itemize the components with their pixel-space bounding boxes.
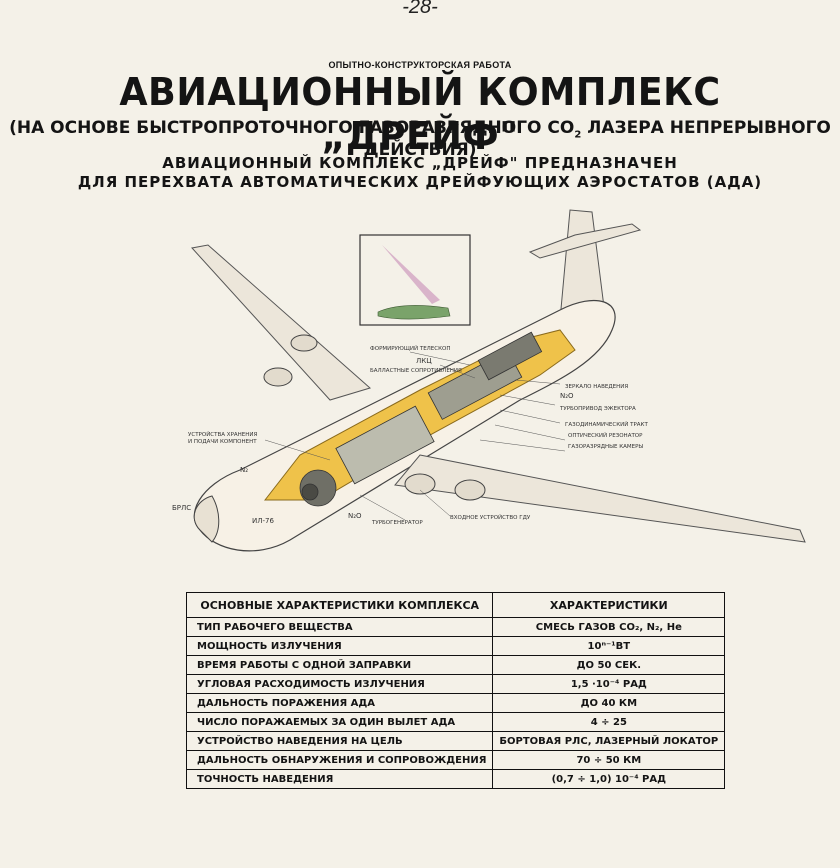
- row-name: ТИП РАБОЧЕГО ВЕЩЕСТВА: [185, 617, 494, 637]
- row-value: БОРТОВАЯ РЛС, ЛАЗЕРНЫЙ ЛОКАТОР: [492, 731, 726, 751]
- purpose-line-2: ДЛЯ ПЕРЕХВАТА АВТОМАТИЧЕСКИХ ДРЕЙФУЮЩИХ …: [77, 173, 763, 191]
- inset-aircraft: [377, 305, 451, 320]
- subtitle-sub: 2: [574, 129, 582, 141]
- label-lkc: ЛКЦ: [416, 357, 432, 365]
- row-value: 4 ÷ 25: [492, 712, 726, 732]
- subtitle-post: ЛАЗЕРА НЕПРЕРЫВНОГО ДЕЙСТВИЯ): [363, 118, 831, 161]
- right-wing: [394, 454, 806, 543]
- row-name: УСТРОЙСТВО НАВЕДЕНИЯ НА ЦЕЛЬ: [185, 731, 494, 751]
- row-value: 70 ÷ 50 КМ: [492, 750, 726, 770]
- row-name: ДАЛЬНОСТЬ ПОРАЖЕНИЯ АДА: [185, 693, 494, 713]
- label-turbogenerator: ТУРБОГЕНЕРАТОР: [371, 520, 423, 526]
- nose-radar: [193, 495, 220, 543]
- characteristics-table: ОСНОВНЫЕ ХАРАКТЕРИСТИКИ КОМПЛЕКСА ХАРАКТ…: [185, 592, 726, 789]
- row-name: МОЩНОСТЬ ИЗЛУЧЕНИЯ: [185, 636, 494, 656]
- subtitle-pre: (НА ОСНОВЕ БЫСТРОПРОТОЧНОГО ГАЗОРАЗРЯДНО…: [9, 118, 575, 138]
- page-title: АВИАЦИОННЫЙ КОМПЛЕКС „ДРЕЙФ": [119, 70, 721, 158]
- label-aircraft: ИЛ-76: [252, 517, 274, 525]
- header-values: ХАРАКТЕРИСТИКИ: [492, 592, 726, 618]
- label-storage-1: УСТРОЙСТВА ХРАНЕНИЯ: [188, 431, 258, 438]
- table-header-row: ОСНОВНЫЕ ХАРАКТЕРИСТИКИ КОМПЛЕКСА ХАРАКТ…: [185, 592, 726, 618]
- row-name: ДАЛЬНОСТЬ ОБНАРУЖЕНИЯ И СОПРОВОЖДЕНИЯ: [185, 750, 494, 770]
- row-name: ВРЕМЯ РАБОТЫ С ОДНОЙ ЗАПРАВКИ: [185, 655, 494, 675]
- row-value: ДО 40 КМ: [492, 693, 726, 713]
- purpose-statement: АВИАЦИОННЫЙ КОМПЛЕКС „ДРЕЙФ" ПРЕДНАЗНАЧЕ…: [0, 154, 840, 192]
- near-engines: [404, 473, 486, 501]
- tail-stabilizer: [528, 223, 642, 259]
- inset-laser-beam: [382, 245, 440, 304]
- row-value: СМЕСЬ ГАЗОВ CO₂, N₂, He: [492, 617, 726, 637]
- far-engines: [263, 334, 318, 387]
- header-characteristics: ОСНОВНЫЕ ХАРАКТЕРИСТИКИ КОМПЛЕКСА: [185, 592, 494, 618]
- label-n2: N₂: [240, 466, 248, 474]
- purpose-line-1: АВИАЦИОННЫЙ КОМПЛЕКС „ДРЕЙФ" ПРЕДНАЗНАЧЕ…: [162, 154, 678, 172]
- label-brls: БРЛС: [172, 504, 191, 512]
- page-number: -28-: [402, 0, 438, 18]
- label-storage-2: И ПОДАЧИ КОМПОНЕНТ: [188, 439, 257, 445]
- row-value: 10ⁿ⁻¹ВТ: [492, 636, 726, 656]
- row-value: 1,5 ·10⁻⁴ РАД: [492, 674, 726, 694]
- label-n2o-top: N₂O: [560, 392, 574, 400]
- label-intake: ВХОДНОЕ УСТРОЙСТВО ГДУ: [450, 514, 531, 521]
- label-discharge-chambers: ГАЗОРАЗРЯДНЫЕ КАМЕРЫ: [568, 444, 643, 450]
- kicker-text: ОПЫТНО-КОНСТРУКТОРСКАЯ РАБОТА: [328, 60, 512, 70]
- label-forming-telescope: ФОРМИРУЮЩИЙ ТЕЛЕСКОП: [370, 345, 451, 352]
- row-name: ЧИСЛО ПОРАЖАЕМЫХ ЗА ОДИН ВЫЛЕТ АДА: [185, 712, 494, 732]
- left-wing: [191, 244, 372, 401]
- label-mirror: ЗЕРКАЛО НАВЕДЕНИЯ: [565, 384, 628, 390]
- page-subtitle: (НА ОСНОВЕ БЫСТРОПРОТОЧНОГО ГАЗОРАЗРЯДНО…: [0, 118, 840, 160]
- aircraft-cutaway-diagram: ФОРМИРУЮЩИЙ ТЕЛЕСКОП ЛКЦ БАЛЛАСТНЫЕ СОПР…: [172, 209, 806, 552]
- table-row: ТОЧНОСТЬ НАВЕДЕНИЯ(0,7 ÷ 1,0) 10⁻⁴ РАД: [185, 769, 726, 789]
- row-value: ДО 50 СЕК.: [492, 655, 726, 675]
- label-turbo-ejector: ТУРБОПРИВОД ЭЖЕКТОРА: [559, 406, 636, 412]
- label-n2o-bottom: N₂O: [348, 512, 362, 520]
- label-gas-path: ГАЗОДИНАМИЧЕСКИЙ ТРАКТ: [565, 421, 648, 428]
- row-value: (0,7 ÷ 1,0) 10⁻⁴ РАД: [492, 769, 726, 789]
- row-name: ТОЧНОСТЬ НАВЕДЕНИЯ: [185, 769, 494, 789]
- label-optical-resonator: ОПТИЧЕСКИЙ РЕЗОНАТОР: [568, 432, 643, 439]
- laser-equipment: [299, 331, 543, 507]
- label-ballast: БАЛЛАСТНЫЕ СОПРОТИВЛЕНИЯ: [370, 368, 462, 374]
- row-name: УГЛОВАЯ РАСХОДИМОСТЬ ИЗЛУЧЕНИЯ: [185, 674, 494, 694]
